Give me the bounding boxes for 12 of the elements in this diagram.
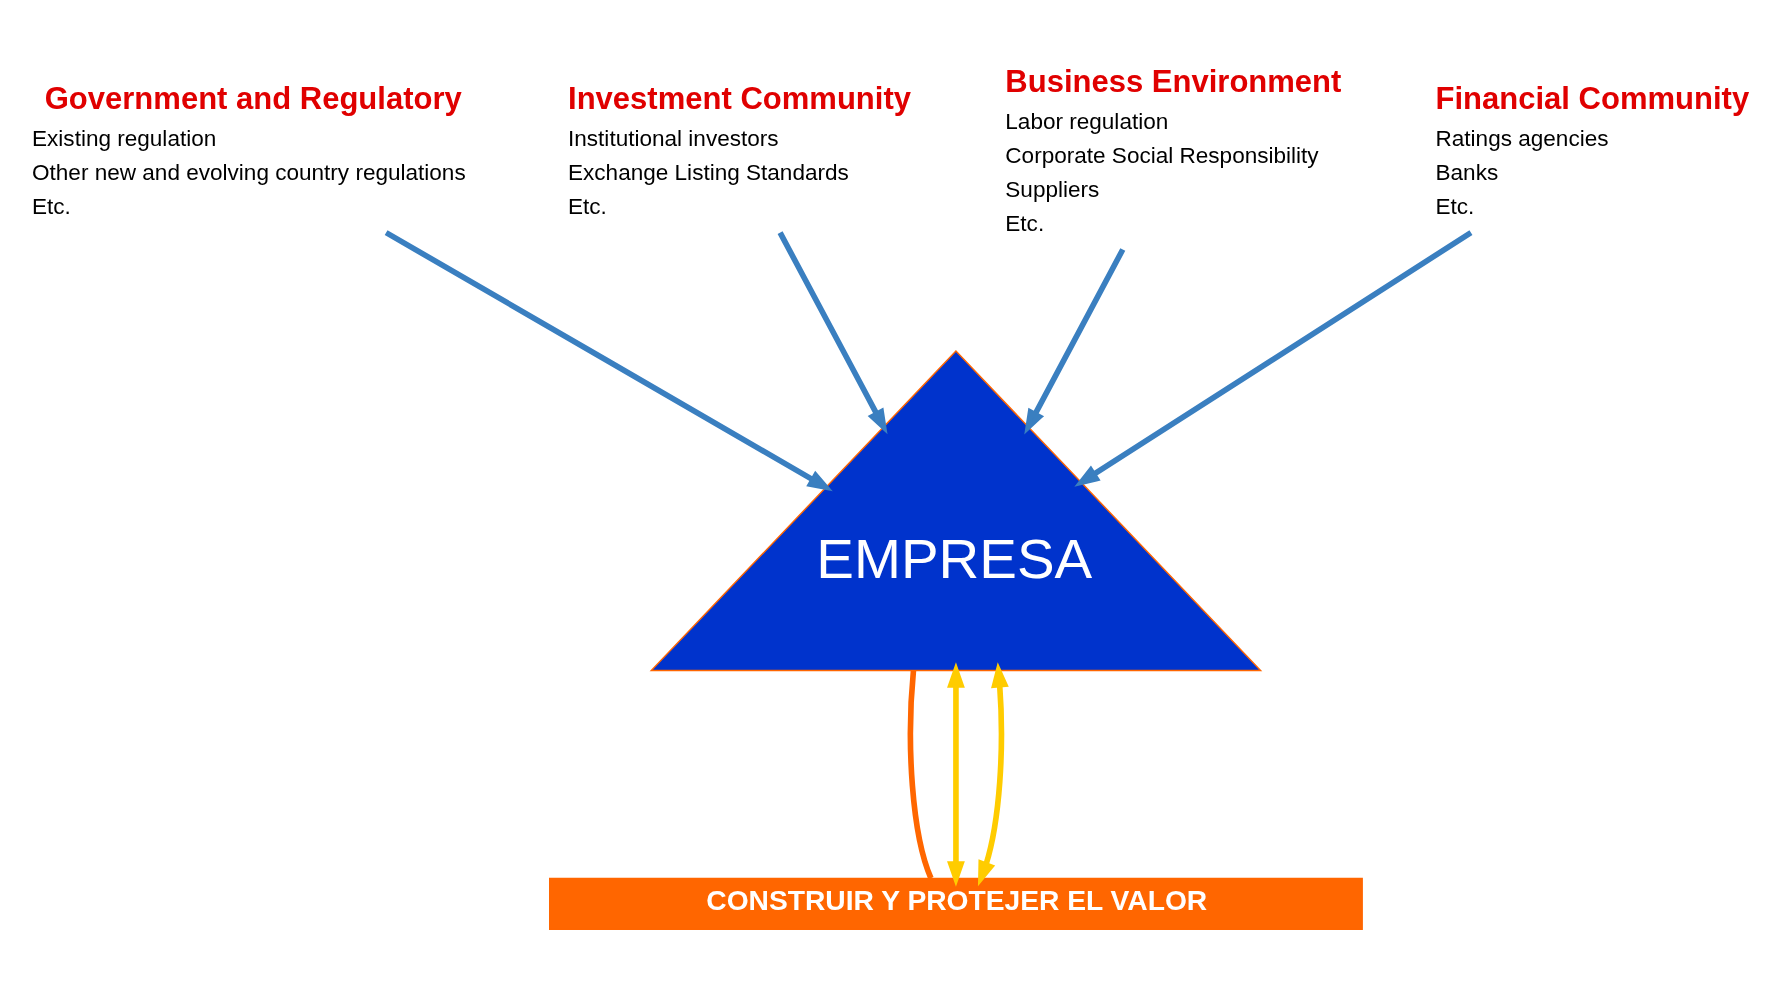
node-text: Investment Community Institutional investors Exchange Listing Standards Etc. <box>568 81 911 219</box>
connector <box>907 670 934 880</box>
arrow <box>1074 230 1473 487</box>
node-text: Financial Community Ratings agencies Banks Etc. <box>1435 81 1750 219</box>
arrow <box>1024 248 1126 435</box>
node-text: Government and Regulatory Existing regulation Other new and evolving country regulations Etc. <box>32 81 466 219</box>
arrow <box>384 230 833 492</box>
node-text: Business Environment Labor regulation Corporate Social Responsibility Suppliers Etc. <box>1005 64 1342 236</box>
arrow <box>947 662 965 887</box>
arrow <box>977 662 1009 887</box>
arrow <box>777 231 888 435</box>
node-box: CONSTRUIR Y PROTEJER EL VALOR <box>549 877 1363 931</box>
